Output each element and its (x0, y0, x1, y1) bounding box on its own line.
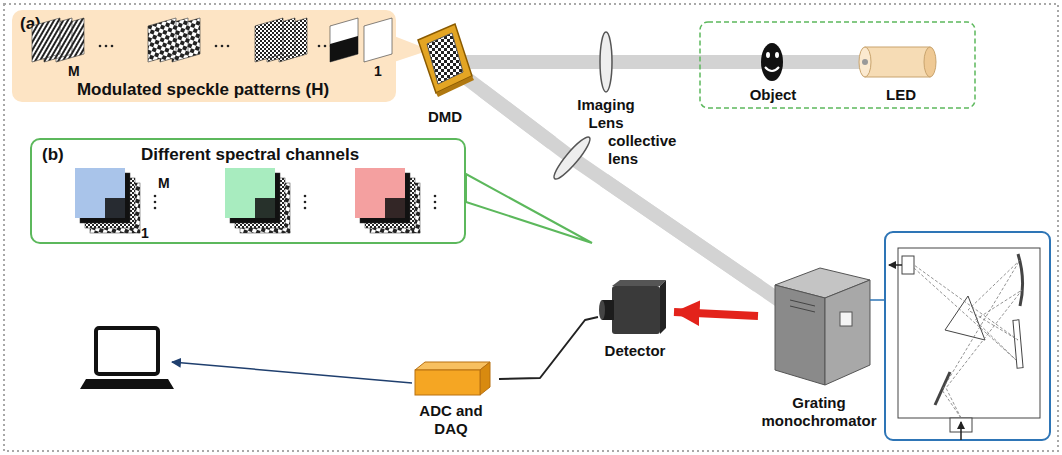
monochromator-icon-part (840, 312, 852, 326)
detector-icon-part (660, 280, 666, 334)
panel-box: (b) Different spectral channels (30, 138, 466, 244)
component-box: Detector (598, 278, 674, 364)
component-label: LED (876, 86, 926, 104)
monochromator-inset-part (914, 260, 1022, 418)
monochromator-inset-part-part (914, 260, 1020, 418)
component-label: Different spectral channels (92, 145, 408, 165)
dmd-icon (418, 24, 474, 97)
component-label: ADC and DAQ (405, 402, 497, 438)
data-link-arrow (172, 362, 412, 383)
detector-icon-part (612, 280, 666, 286)
monochromator-inset-part (898, 248, 1040, 418)
light-beam-part (445, 55, 870, 69)
inset-leader (870, 299, 885, 301)
monochromator-inset-part (945, 296, 985, 340)
outer-frame (4, 4, 1058, 451)
detector-icon (599, 280, 666, 334)
laptop-icon (80, 328, 174, 389)
monochromator-inset-part (902, 256, 914, 274)
led-icon-part (859, 47, 871, 77)
index-label: M (158, 176, 170, 190)
detector-icon-part (612, 286, 660, 334)
component-box: collective lens (552, 128, 676, 180)
detector-icon-part (599, 300, 605, 320)
monochromator-icon-part (775, 285, 825, 385)
object-icon (761, 43, 783, 81)
index-label: M (68, 64, 80, 78)
component-label: DMD (410, 108, 480, 126)
led-icon-part (924, 47, 936, 77)
beam-connector (674, 312, 758, 316)
adc-icon-part (480, 362, 490, 395)
dmd-icon-part (436, 76, 474, 97)
led-icon (859, 47, 936, 77)
led-icon-part (865, 47, 930, 77)
object-icon-part (775, 52, 779, 58)
monochromator-inset-part (889, 264, 902, 266)
light-beam (445, 62, 870, 318)
object-icon-part (761, 43, 783, 81)
dmd-icon-part (427, 33, 463, 84)
component-label: Detector (598, 342, 672, 360)
beam-connector (499, 317, 598, 379)
led-icon-part (862, 59, 868, 65)
monochromator-inset-part-part (914, 268, 1022, 418)
laptop-icon-part (80, 379, 174, 389)
monochromator-inset-part (960, 422, 962, 440)
panel-box: (a) Modulated speckle patterns (H) (12, 10, 396, 102)
monochromator-icon (775, 268, 870, 385)
callout-tail (466, 174, 592, 243)
component-label: Imaging Lens (575, 96, 637, 132)
laptop-icon-part (96, 328, 158, 374)
index-label: 1 (374, 64, 382, 78)
component-label: (a) (20, 14, 60, 34)
imaging-lens (600, 32, 612, 92)
object-icon-part (766, 52, 770, 58)
monochromator-icon-part (790, 306, 815, 312)
component-box: LED (850, 40, 940, 106)
source-group-frame (700, 22, 975, 108)
component-box: ADC and DAQ (405, 358, 499, 440)
monochromator-icon-part (790, 300, 815, 306)
component-label: Object (740, 86, 806, 104)
component-box: Object (740, 38, 808, 106)
adc-icon (415, 362, 490, 395)
monochromator-icon-part (825, 280, 870, 385)
light-beam-part (445, 62, 805, 318)
object-icon-part (765, 67, 779, 71)
component-box: Grating monochromator (758, 262, 882, 436)
component-box: Imaging Lens (575, 30, 639, 140)
monochromator-inset-part (885, 232, 1050, 440)
component-label: Grating monochromator (758, 394, 880, 430)
monochromator-inset-part (1013, 320, 1023, 368)
component-label: collective lens (608, 132, 674, 168)
index-label: 1 (141, 226, 149, 240)
adc-icon-part (415, 362, 490, 370)
adc-icon-part (415, 370, 480, 395)
component-box: DMD (410, 22, 482, 130)
collective-lens (550, 133, 594, 182)
component-label: Modulated speckle patterns (H) (12, 80, 394, 100)
monochromator-inset (885, 232, 1050, 440)
component-label: (b) (42, 145, 82, 165)
